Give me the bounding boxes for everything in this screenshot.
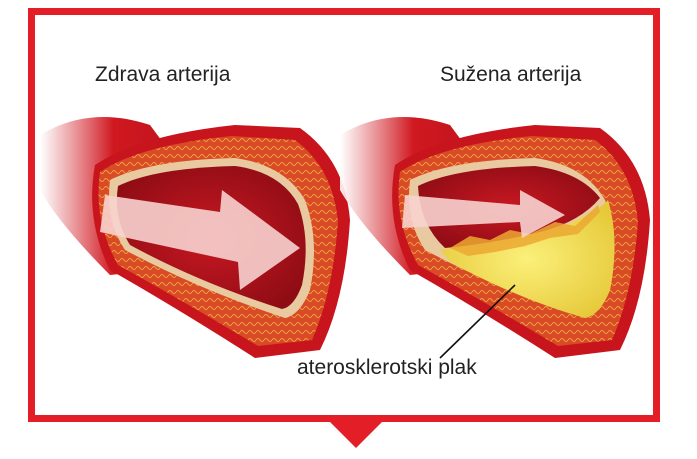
- narrowed-artery: [340, 117, 650, 358]
- healthy-artery-label: Zdrava arterija: [95, 63, 230, 87]
- plaque-label: aterosklerotski plak: [297, 356, 477, 380]
- narrowed-artery-label: Sužena arterija: [440, 63, 581, 87]
- healthy-artery: [40, 117, 350, 358]
